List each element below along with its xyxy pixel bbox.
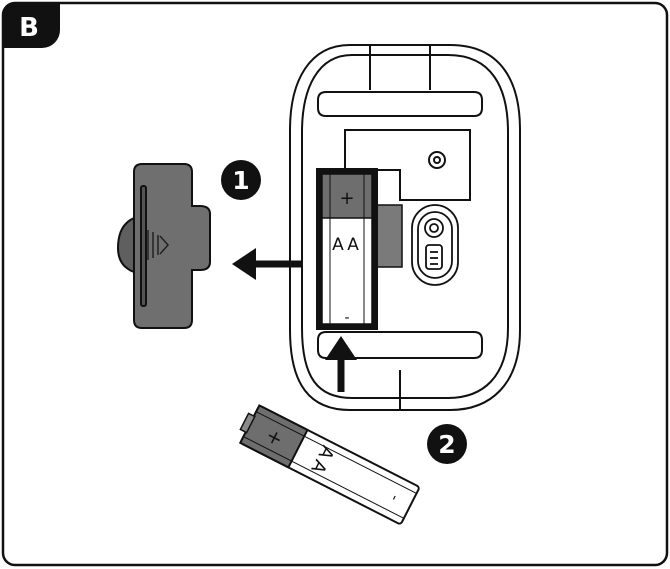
battery-minus-label: - xyxy=(344,310,349,326)
optical-sensor xyxy=(411,204,459,286)
battery-compartment xyxy=(316,168,378,330)
step-2-marker: 2 xyxy=(427,424,467,464)
loose-battery: + AA - xyxy=(238,404,420,525)
battery-type-label: AA xyxy=(332,235,362,255)
panel-badge: B xyxy=(3,3,60,48)
step-1-label: 1 xyxy=(232,166,249,195)
battery-plus-label: + xyxy=(339,188,354,209)
arrow-insert-battery xyxy=(325,336,357,392)
panel-label: B xyxy=(19,13,39,43)
battery-cover xyxy=(116,163,211,329)
step-1-marker: 1 xyxy=(221,160,261,200)
arrow-remove-cover xyxy=(232,248,302,280)
screw-hole xyxy=(428,151,446,169)
step-2-label: 2 xyxy=(438,430,455,459)
